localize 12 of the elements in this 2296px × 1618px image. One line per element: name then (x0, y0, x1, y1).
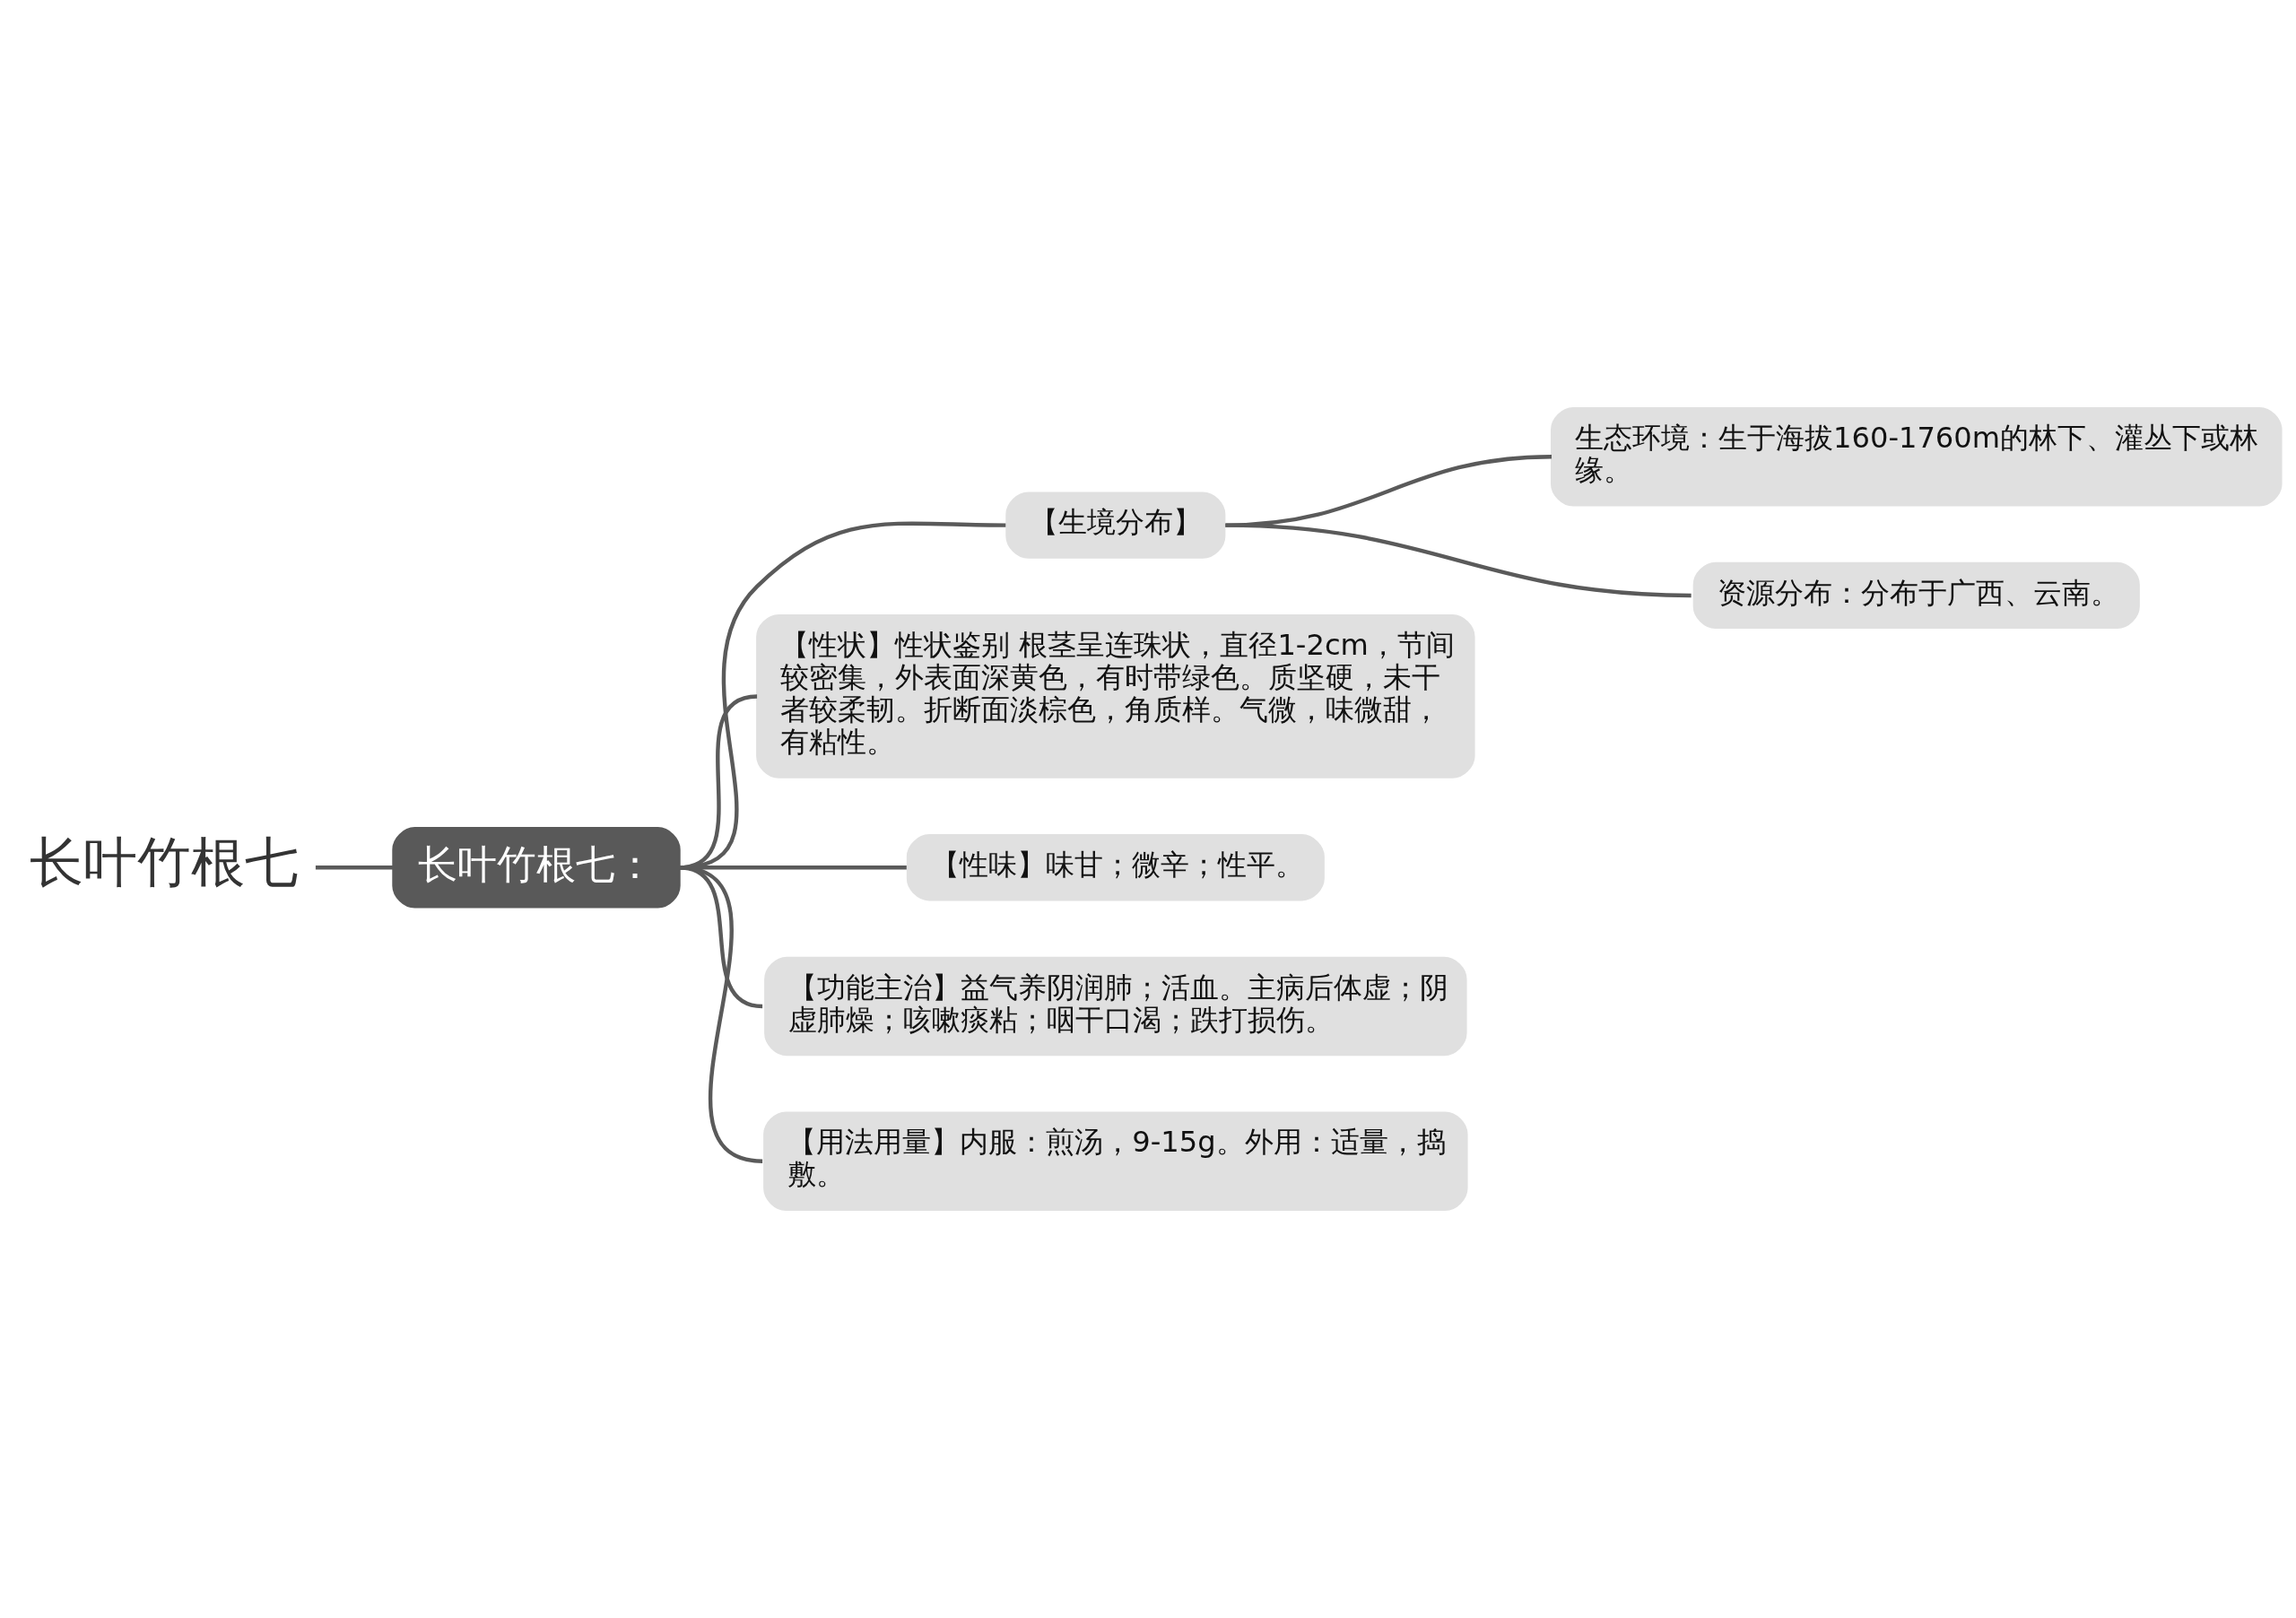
node-box: 资源分布：分布于广西、云南。 (1692, 561, 2140, 630)
connector (1225, 523, 1692, 598)
node-box: 【生境分布】 (1005, 491, 1226, 559)
node-box: 长叶竹根七： (392, 827, 681, 909)
node-box: 【用法用量】内服：煎汤，9-15g。外用：适量，捣敷。 (763, 1111, 1468, 1211)
node-box: 生态环境：生于海拔160-1760m的林下、灌丛下或林缘。 (1550, 407, 2283, 507)
connector (679, 866, 763, 1163)
node-box: 【功能主治】益气养阴润肺；活血。主病后体虚；阴虚肺燥；咳嗽痰粘；咽干口渴；跌打损伤。 (764, 956, 1467, 1057)
node-text: 长叶竹根七 (29, 831, 299, 894)
node-box: 【性状】性状鉴别 根茎呈连珠状，直径1-2cm，节间较密集，外表面深黄色，有时带绿色。质坚硬，未干者较柔韧。折断面淡棕色，角质样。气微，味微甜，有粘性。 (756, 614, 1475, 779)
node-box: 【性味】味甘；微辛；性平。 (906, 834, 1325, 901)
connector (315, 866, 394, 870)
